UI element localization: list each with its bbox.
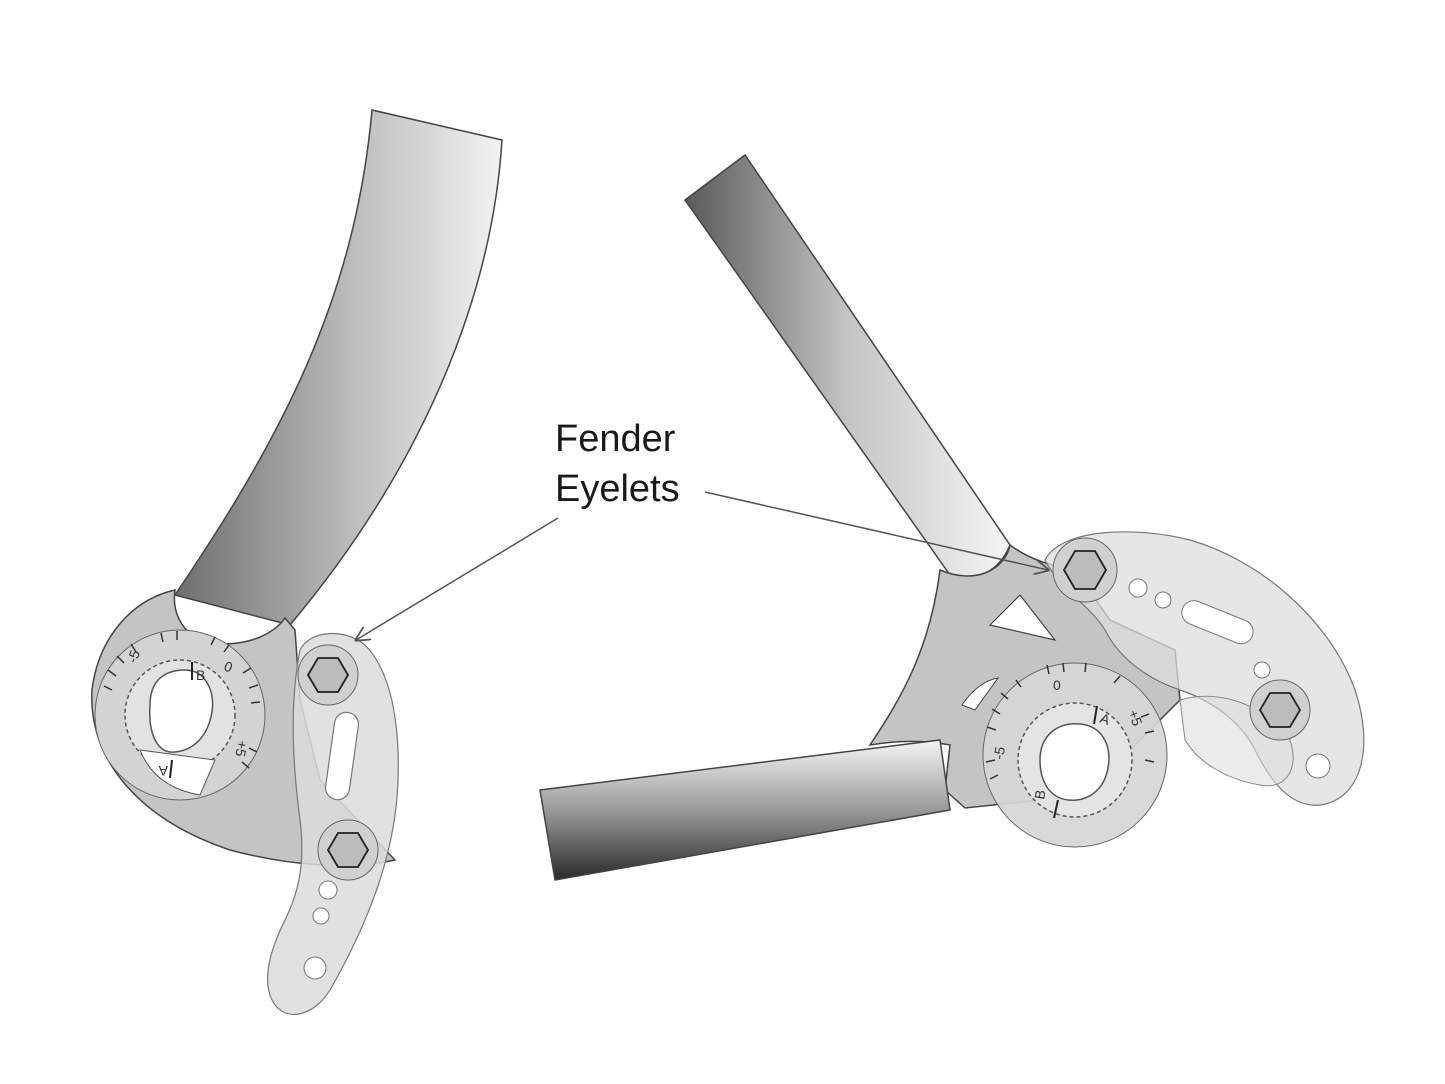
right-dial-zero: 0	[1053, 677, 1061, 693]
arrow-to-left-eyelet	[356, 517, 559, 640]
left-dial-mark-a: A	[158, 763, 168, 779]
left-arm-hole-1	[318, 880, 338, 900]
left-dropout-slot-opening	[139, 749, 216, 796]
right-axle-slot	[1039, 723, 1110, 801]
left-dial-ticks	[103, 631, 261, 769]
right-eyelet-bolt-lower	[1249, 679, 1311, 741]
right-dial-plus5: +5	[1125, 708, 1146, 729]
left-curved-tube	[173, 109, 503, 626]
right-dial-minus5: -5	[990, 745, 1008, 760]
left-dial-minus5: -5	[124, 648, 143, 665]
right-seat-stay	[683, 153, 1011, 579]
right-arm-hole-3	[1253, 661, 1271, 679]
left-dial-mark-b: B	[196, 667, 205, 683]
left-dropout-assembly: -5 0 +5 B A	[91, 109, 503, 1016]
right-eyelet-bolt-upper	[1052, 537, 1118, 603]
right-mark-a-line	[1093, 705, 1098, 725]
fender-eyelets-label-line1: Fender	[555, 418, 676, 460]
right-chain-stay	[539, 739, 951, 881]
right-arm-hole-4	[1305, 753, 1331, 779]
left-dial-plus5: +5	[232, 739, 251, 758]
right-dial-ticks	[985, 662, 1155, 780]
right-dropout-assembly: -5 0 +5 A B	[539, 153, 1365, 881]
left-axle-slot	[149, 669, 214, 753]
right-arm-slot	[1181, 600, 1254, 645]
right-arm-hole-1	[1128, 578, 1148, 598]
left-arm-hole-3	[303, 956, 327, 980]
arrow-to-right-eyelet	[704, 491, 1048, 570]
right-mark-b-line	[1053, 799, 1059, 819]
callout-arrows	[356, 491, 1048, 640]
fender-eyelets-label-line2: Eyelets	[555, 468, 680, 510]
right-dial-mark-b: B	[1031, 789, 1048, 801]
left-arm-slot	[324, 711, 360, 801]
left-eyelet-bolt-lower	[317, 819, 379, 881]
right-plate-cutout-1	[988, 594, 1057, 641]
left-mark-a-line	[169, 759, 173, 779]
left-arm-hole-2	[312, 907, 330, 925]
right-plate-cutout-2	[961, 677, 1000, 711]
right-arm-hole-2	[1154, 591, 1172, 609]
left-eyelet-bolt-upper	[297, 644, 359, 706]
